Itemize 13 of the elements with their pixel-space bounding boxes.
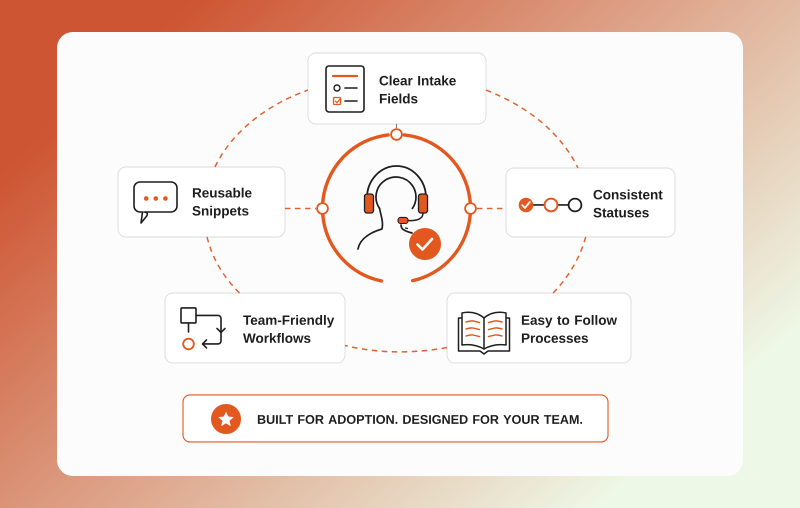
connector-line	[486, 89, 579, 168]
feature-card: Clear Intake Fields	[308, 52, 486, 124]
feature-card: Team-Friendly Workflows	[164, 292, 346, 364]
connector-line	[285, 208, 316, 210]
connector-line	[214, 89, 308, 168]
connector-line	[344, 344, 448, 353]
feature-card: Consistent Statuses	[506, 168, 676, 238]
feature-card: Reusable Snippets	[118, 166, 286, 238]
feature-card: Easy to Follow Processes	[446, 292, 632, 364]
connector-line	[552, 236, 586, 294]
banner: BUILT FOR ADOPTION. DESIGNED FOR YOUR TEAM.	[182, 394, 609, 443]
connector-line	[206, 236, 240, 294]
hub-ring	[320, 133, 472, 283]
